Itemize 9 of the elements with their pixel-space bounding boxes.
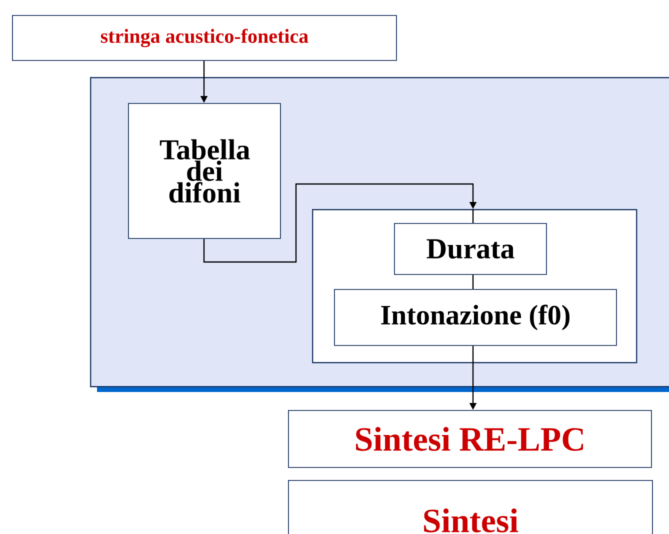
connector-line bbox=[472, 209, 474, 223]
arrow bbox=[203, 183, 477, 263]
process-box: Durata bbox=[394, 223, 547, 275]
process-box: Intonazione (f0) bbox=[334, 289, 617, 346]
connector-line bbox=[472, 274, 474, 289]
output-box: Sintesi bbox=[288, 480, 653, 534]
output-box: Sintesi RE-LPC bbox=[288, 410, 652, 468]
process-box: Tabella dei difoni bbox=[128, 103, 281, 239]
source-box: stringa acustico-fonetica bbox=[12, 15, 397, 61]
